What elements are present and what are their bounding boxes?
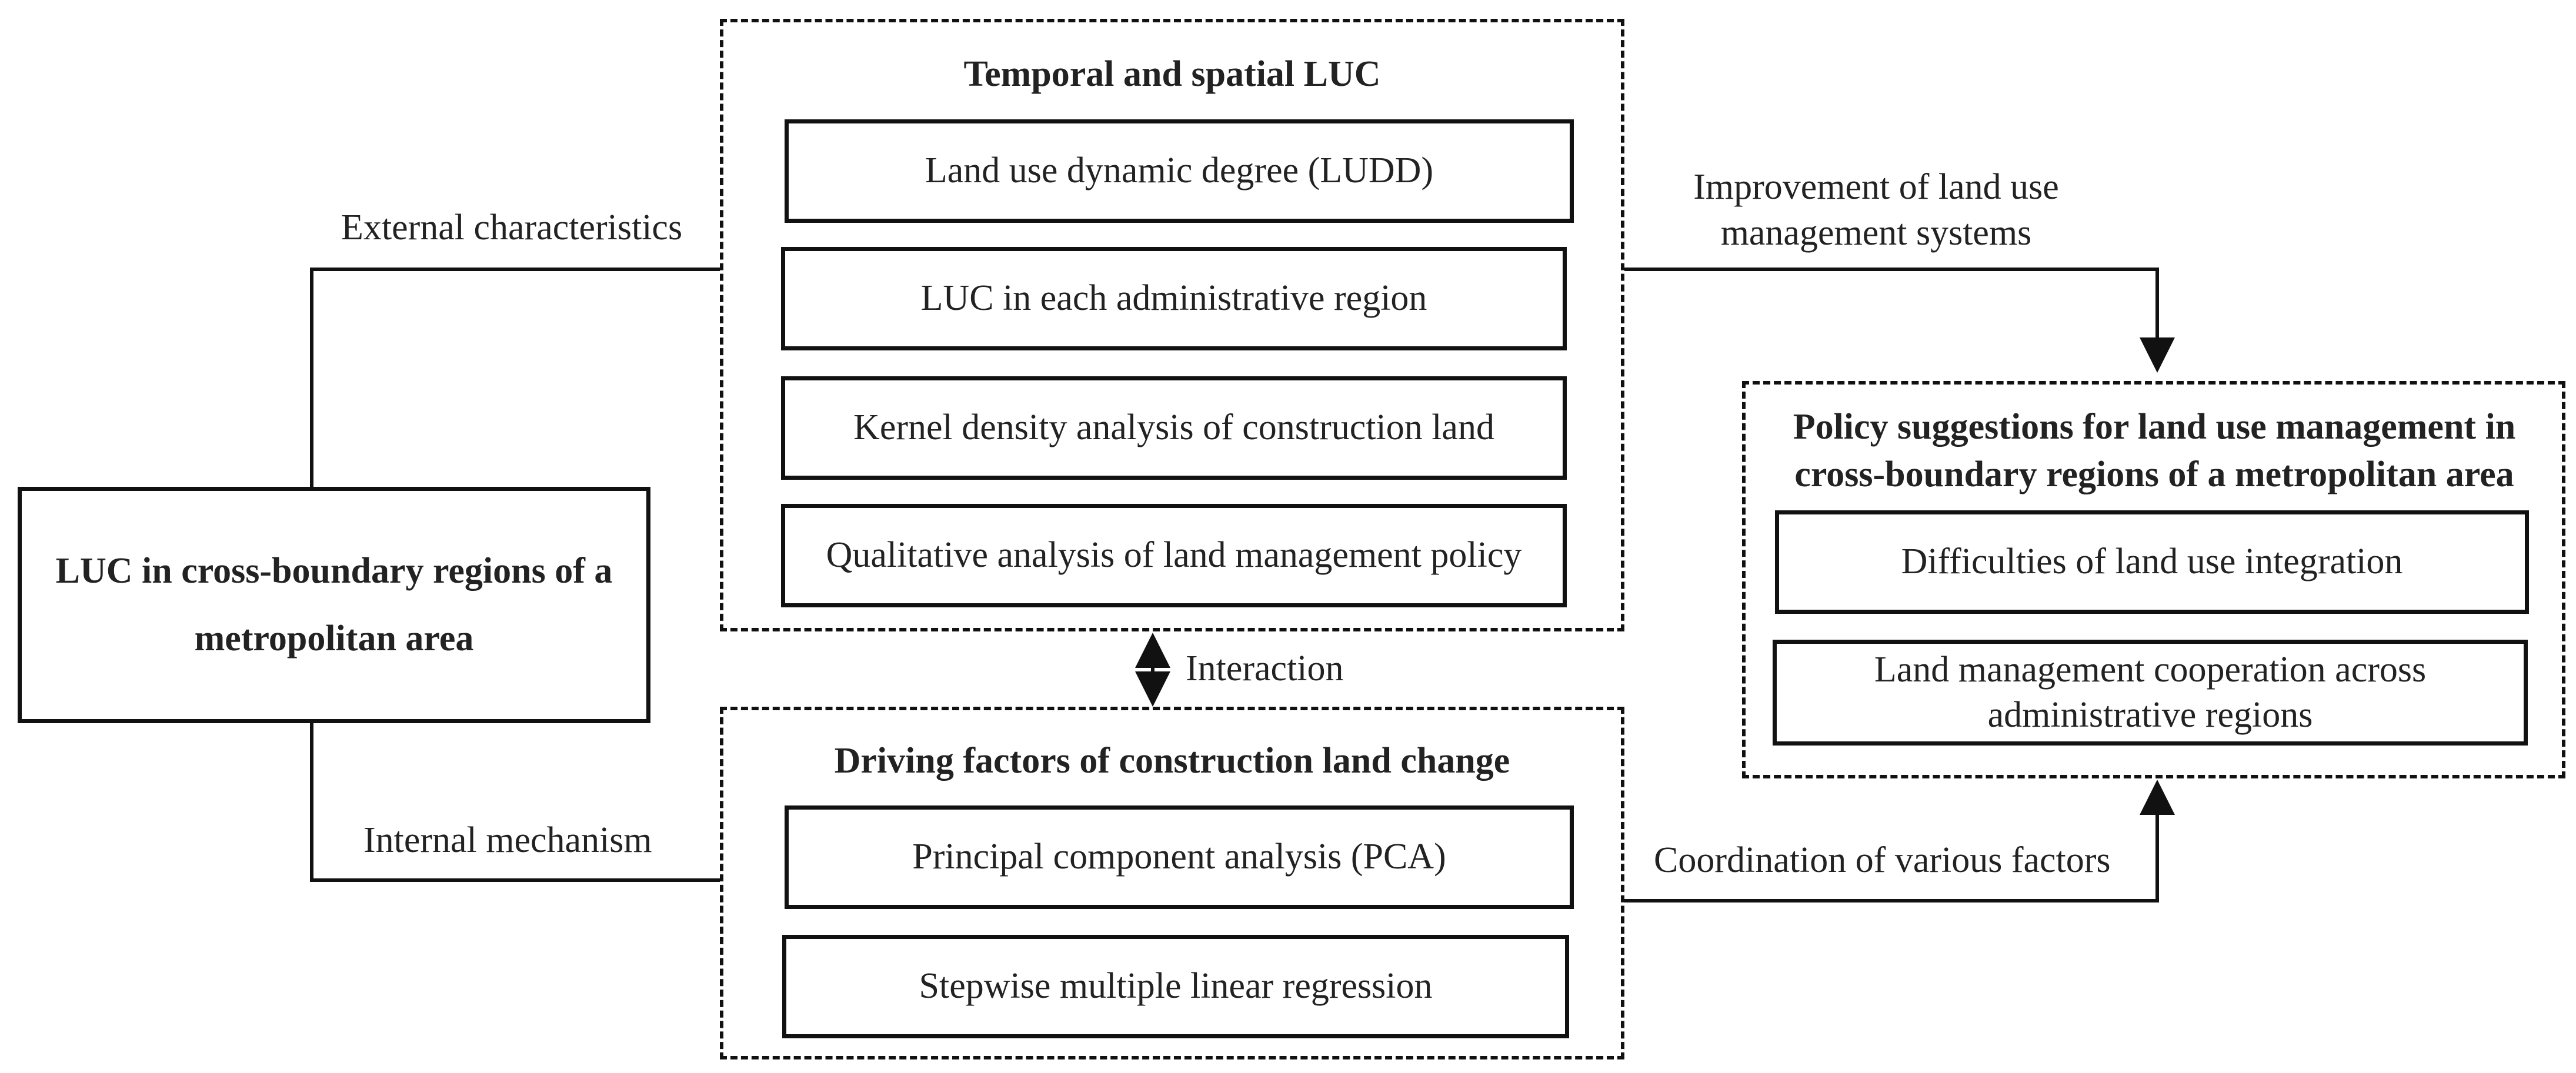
- kernel-density-box: Kernel density analysis of construction …: [781, 376, 1567, 480]
- coordination-arrow: [1624, 780, 2175, 902]
- improvement-label: Improvement of land use management syste…: [1693, 167, 2059, 253]
- policy-suggestions-group: [1742, 381, 2565, 778]
- policy-analysis-label: Qualitative analysis of land management …: [826, 535, 1522, 576]
- luc-admin-label: LUC in each administrative region: [920, 278, 1427, 319]
- integration-label: Difficulties of land use integration: [1901, 541, 2403, 582]
- cooperation-label: Land management cooperation across admin…: [1874, 649, 2427, 736]
- temporal-spatial-group: [720, 19, 1624, 631]
- internal-label: Internal mechanism: [363, 820, 652, 860]
- internal-connector: [310, 723, 720, 882]
- pca-label: Principal component analysis (PCA): [912, 837, 1446, 877]
- kernel-density-label: Kernel density analysis of construction …: [853, 407, 1494, 448]
- policy-analysis-box: Qualitative analysis of land management …: [781, 504, 1567, 607]
- driving-factors-title: Driving factors of construction land cha…: [834, 741, 1510, 781]
- main-topic-box: LUC in cross-boundary regions of a metro…: [18, 487, 650, 723]
- interaction-label: Interaction: [1186, 649, 1344, 688]
- temporal-spatial-title: Temporal and spatial LUC: [963, 54, 1381, 94]
- regression-box: Stepwise multiple linear regression: [782, 935, 1569, 1038]
- ludd-label: Land use dynamic degree (LUDD): [925, 151, 1434, 191]
- improvement-arrow: [1624, 268, 2175, 373]
- policy-suggestions-title: Policy suggestions for land use manageme…: [1793, 407, 2516, 494]
- ludd-box: Land use dynamic degree (LUDD): [785, 119, 1574, 223]
- coordination-label: Coordination of various factors: [1654, 840, 2111, 880]
- pca-box: Principal component analysis (PCA): [785, 805, 1574, 909]
- regression-label: Stepwise multiple linear regression: [919, 966, 1433, 1007]
- integration-box: Difficulties of land use integration: [1775, 510, 2529, 614]
- external-label: External characteristics: [341, 208, 683, 248]
- cooperation-box: Land management cooperation across admin…: [1773, 640, 2528, 746]
- luc-admin-box: LUC in each administrative region: [781, 247, 1567, 350]
- external-connector: [310, 268, 720, 487]
- main-topic-label: LUC in cross-boundary regions of a metro…: [55, 551, 613, 658]
- driving-factors-group: [720, 707, 1624, 1059]
